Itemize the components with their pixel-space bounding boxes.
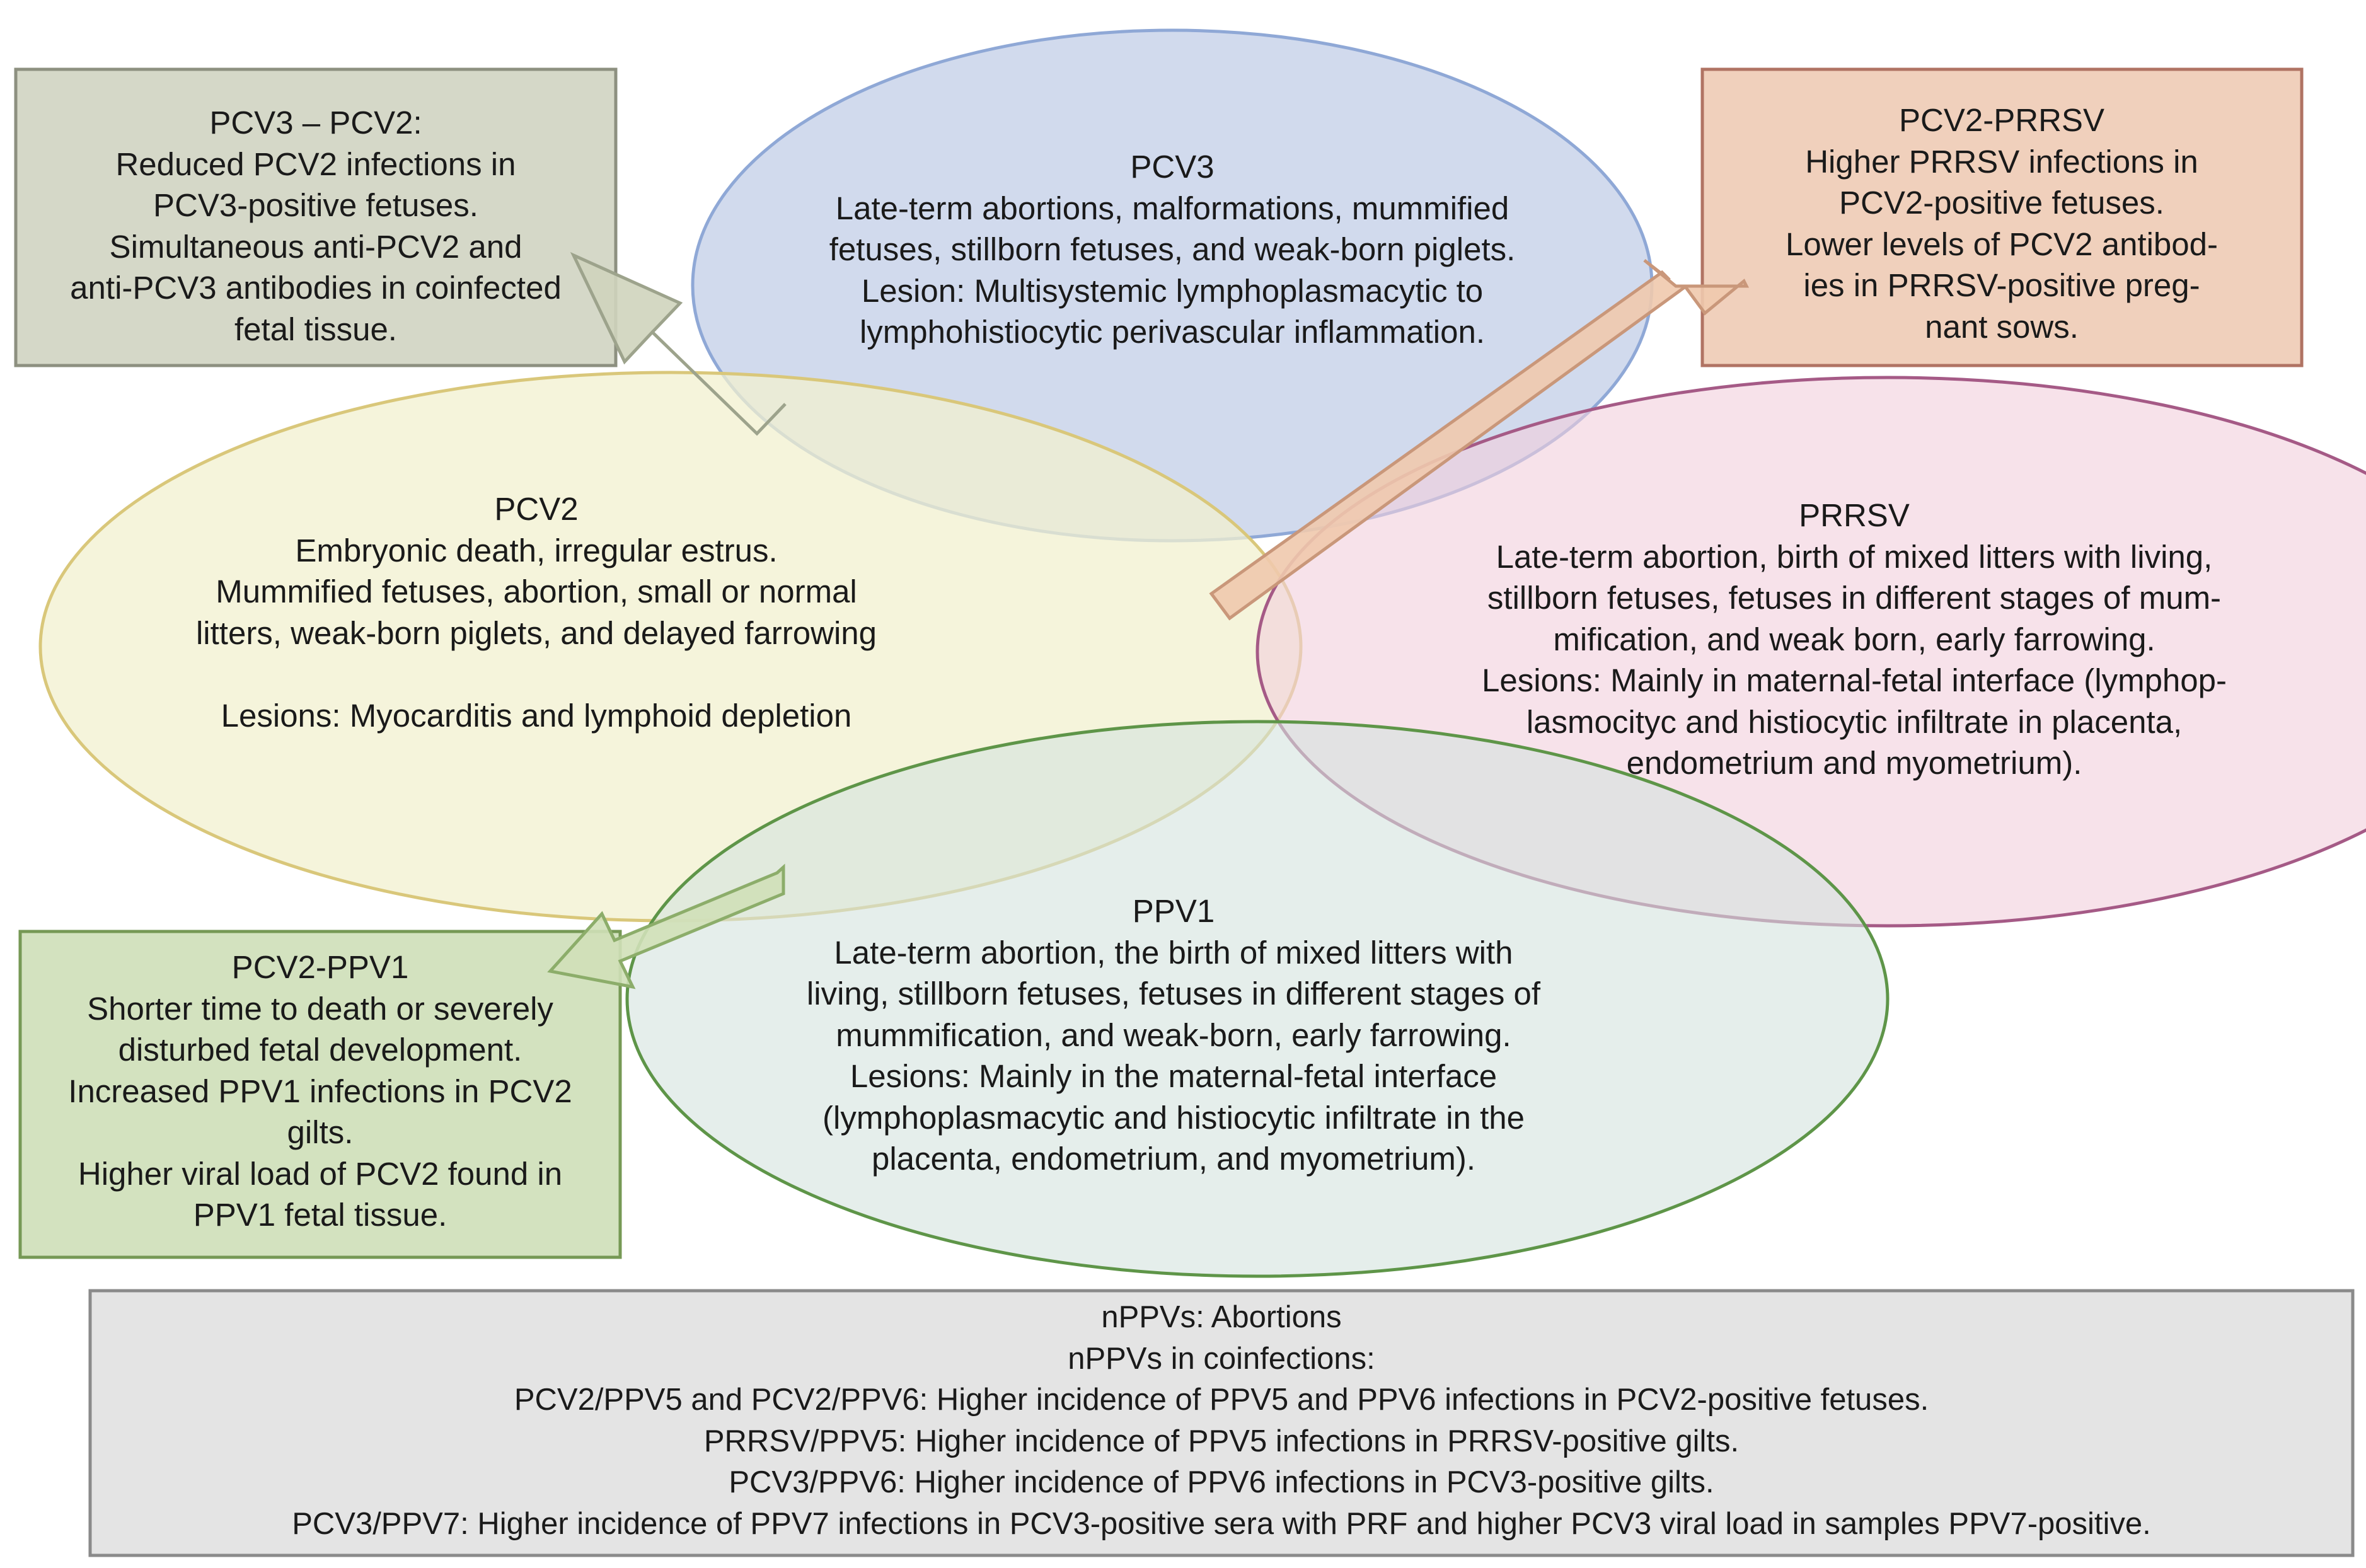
box-pcv2-prrsv-rect (1700, 67, 2304, 367)
prrsv-line: Late-term abortion, birth of mixed litte… (1496, 538, 2213, 575)
box-pcv3-pcv2-rect (14, 67, 618, 367)
box-pcv2-prrsv-line: ies in PRRSV-positive preg- (1803, 267, 2200, 303)
box-pcv2-ppv1-line: Increased PPV1 infections in PCV2 (68, 1073, 572, 1109)
ppv1-line: Lesions: Mainly in the maternal-fetal in… (850, 1058, 1498, 1094)
box-nppv-line: nPPVs: Abortions (1101, 1300, 1342, 1334)
box-pcv3-pcv2-line: Reduced PCV2 infections in (115, 146, 516, 182)
pcv3-line: Lesion: Multisystemic lymphoplasmacytic … (861, 272, 1484, 309)
ppv1-line: (lymphoplasmacytic and histiocytic infil… (822, 1099, 1525, 1136)
prrsv-line: Lesions: Mainly in maternal-fetal interf… (1481, 662, 2227, 698)
pcv3-line: lymphohistiocytic perivascular inflammat… (859, 314, 1486, 350)
pcv2-line: Mummified fetuses, abortion, small or no… (216, 574, 857, 609)
pcv2-spacer (196, 654, 877, 695)
box-pcv2-ppv1-title: PCV2-PPV1 (231, 949, 409, 985)
box-pcv3-pcv2-line: PCV3-positive fetuses. (153, 187, 478, 223)
box-pcv3-pcv2-line: Simultaneous anti-PCV2 and (109, 228, 522, 265)
box-pcv2-ppv1-line: disturbed fetal development. (118, 1032, 522, 1068)
box-pcv2-prrsv-text: PCV2-PRRSV Higher PRRSV infections in PC… (1786, 100, 2218, 347)
ppv1-line: Late-term abortion, the birth of mixed l… (834, 934, 1513, 971)
box-pcv2-ppv1-text: PCV2-PPV1 Shorter time to death or sever… (68, 947, 572, 1236)
box-nppv-line: PCV3/PPV7: Higher incidence of PPV7 infe… (292, 1506, 2151, 1541)
ellipse-ppv1 (625, 720, 1890, 1278)
box-pcv2-ppv1-line: Higher viral load of PCV2 found in (78, 1155, 563, 1192)
prrsv-line: endometrium and myometrium). (1626, 745, 2082, 781)
box-pcv2-prrsv-line: Lower levels of PCV2 antibod- (1785, 226, 2219, 262)
prrsv-line: lasmocityc and histiocytic infiltrate in… (1526, 703, 2183, 740)
prrsv-line: mification, and weak born, early farrowi… (1553, 621, 2155, 657)
prrsv-line: stillborn fetuses, fetuses in different … (1487, 580, 2222, 616)
pcv2-line: Embryonic death, irregular estrus. (295, 532, 778, 568)
box-pcv2-prrsv-line: nant sows. (1925, 308, 2079, 345)
box-pcv2-prrsv-title: PCV2-PRRSV (1899, 102, 2104, 138)
box-pcv3-pcv2-line: anti-PCV3 antibodies in coinfected (70, 270, 562, 306)
box-pcv3-pcv2-line: fetal tissue. (234, 311, 397, 347)
pcv3-title: PCV3 (1130, 149, 1215, 185)
pcv2-lesions: Lesions: Myocarditis and lymphoid deplet… (221, 697, 852, 734)
box-nppv-line: nPPVs in coinfections: (1068, 1341, 1375, 1376)
ppv1-line: mummification, and weak-born, early farr… (836, 1017, 1511, 1053)
arrow-pcv3-pcv2 (570, 251, 787, 436)
box-pcv2-prrsv-line: PCV2-positive fetuses. (1839, 185, 2164, 221)
box-nppv-rect (88, 1289, 2355, 1557)
prrsv-title: PRRSV (1799, 497, 1910, 533)
arrow-pcv2-prrsv (1209, 259, 1750, 621)
box-pcv2-prrsv-line: Higher PRRSV infections in (1805, 143, 2198, 180)
ellipse-pcv2-text: PCV2 Embryonic death, irregular estrus. … (196, 488, 877, 736)
ppv1-title: PPV1 (1132, 893, 1215, 929)
box-nppv-line: PCV3/PPV6: Higher incidence of PPV6 infe… (729, 1465, 1714, 1499)
box-pcv2-ppv1-line: PPV1 fetal tissue. (193, 1197, 447, 1233)
ellipse-prrsv-text: PRRSV Late-term abortion, birth of mixed… (1482, 495, 2227, 784)
box-nppv-line: PRRSV/PPV5: Higher incidence of PPV5 inf… (703, 1424, 1740, 1458)
pcv3-line: Late-term abortions, malformations, mumm… (835, 190, 1509, 226)
box-pcv3-pcv2-title: PCV3 – PCV2: (209, 105, 422, 141)
box-pcv2-ppv1-line: Shorter time to death or severely (87, 990, 553, 1027)
box-nppv-text: nPPVs: Abortions nPPVs in coinfections: … (292, 1297, 2151, 1545)
pcv2-line: litters, weak-born piglets, and delayed … (195, 614, 877, 651)
arrow-pcv2-ppv1 (547, 863, 785, 989)
pcv3-line: fetuses, stillborn fetuses, and weak-bor… (829, 231, 1516, 267)
ppv1-line: living, stillborn fetuses, fetuses in di… (806, 976, 1541, 1012)
pcv2-title: PCV2 (494, 491, 579, 527)
box-nppv-line: PCV2/PPV5 and PCV2/PPV6: Higher incidenc… (514, 1383, 1929, 1417)
box-pcv2-ppv1-rect (18, 930, 622, 1259)
ellipse-pcv3-text: PCV3 Late-term abortions, malformations,… (829, 146, 1516, 353)
ellipse-ppv1-text: PPV1 Late-term abortion, the birth of mi… (807, 891, 1540, 1180)
box-pcv3-pcv2-text: PCV3 – PCV2: Reduced PCV2 infections in … (70, 102, 562, 350)
box-pcv2-ppv1-line: gilts. (287, 1114, 354, 1150)
ppv1-line: placenta, endometrium, and myometrium). (871, 1141, 1476, 1177)
